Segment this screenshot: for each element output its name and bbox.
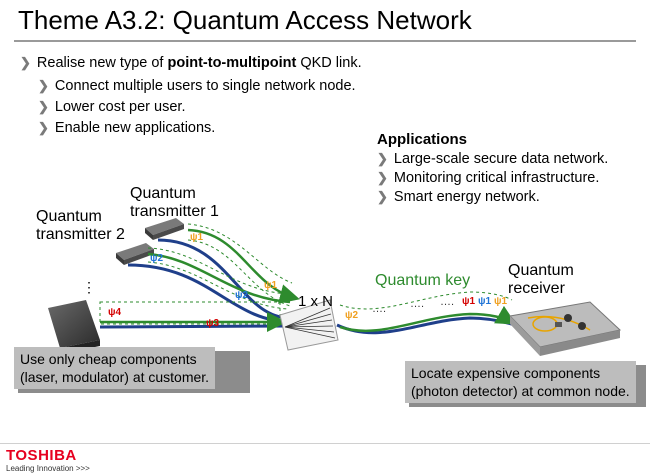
chevron-icon: ❯ xyxy=(20,55,31,70)
transmitter-1-device xyxy=(145,218,184,240)
photon-psi: ψ2 xyxy=(345,310,359,321)
receiver-label: Quantum receiver xyxy=(508,262,574,298)
photon-psi: ψ1 xyxy=(264,280,278,291)
receiver-device xyxy=(508,301,622,356)
label-line: Quantum xyxy=(36,208,102,225)
photon-psi: ψ1 xyxy=(462,296,476,307)
transmitter-2-device xyxy=(116,243,154,265)
splitter-1xN xyxy=(279,299,339,351)
bullet-sub-3: ❯ Enable new applications. xyxy=(38,120,215,136)
chevron-icon: ❯ xyxy=(38,78,49,93)
bullet-sub-text: Lower cost per user. xyxy=(54,99,186,115)
photon-psi: ψ4 xyxy=(108,307,122,318)
bullet-sub-text: Enable new applications. xyxy=(54,120,216,136)
photon-psi: ψ1 xyxy=(478,296,492,307)
callout-line: Locate expensive components xyxy=(411,365,601,381)
label-line: transmitter 1 xyxy=(130,203,219,220)
transmitter-n-device xyxy=(48,300,100,354)
photon-stream-out xyxy=(339,291,517,332)
bullet-main-bold: point-to-multipoint xyxy=(167,55,297,71)
photon-psi: ψ3 xyxy=(206,318,220,329)
vertical-dots: ⋮ xyxy=(82,279,96,295)
chevron-icon: ❯ xyxy=(377,189,388,204)
title-rule xyxy=(14,40,636,42)
application-text: Monitoring critical infrastructure. xyxy=(393,170,600,186)
callout-line: (photon detector) at common node. xyxy=(411,383,630,399)
photon-psi: ψ1 xyxy=(190,232,204,243)
callout-line: Use only cheap components xyxy=(20,351,197,367)
footer-rule xyxy=(0,443,650,444)
chevron-icon: ❯ xyxy=(377,170,388,185)
application-text: Smart energy network. xyxy=(393,189,540,205)
callout-left: Use only cheap components (laser, modula… xyxy=(14,347,216,389)
bullet-sub-text: Connect multiple users to single network… xyxy=(54,78,356,94)
photon-psi: ψ1 xyxy=(494,296,508,307)
application-item-1: ❯ Large-scale secure data network. xyxy=(377,151,608,167)
callout-line: (laser, modulator) at customer. xyxy=(20,369,210,385)
application-item-3: ❯ Smart energy network. xyxy=(377,189,540,205)
photon-psi: ψ2 xyxy=(235,290,249,301)
bullet-sub-1: ❯ Connect multiple users to single networ… xyxy=(38,78,356,94)
fiber-n xyxy=(99,324,293,329)
transmitter-1-label: Quantum transmitter 1 xyxy=(130,185,219,221)
bullet-sub-2: ❯ Lower cost per user. xyxy=(38,99,185,115)
chevron-icon: ❯ xyxy=(377,151,388,166)
chevron-icon: ❯ xyxy=(38,99,49,114)
footer-tagline: Leading Innovation >>> xyxy=(6,464,90,473)
application-text: Large-scale secure data network. xyxy=(393,151,609,167)
ellipsis: …. xyxy=(372,303,386,315)
splitter-label: 1 x N xyxy=(298,293,334,310)
ellipsis: …. xyxy=(410,298,424,310)
photon-psi: ψ2 xyxy=(150,253,164,264)
bullet-main-prefix: Realise new type of xyxy=(36,55,168,71)
application-item-2: ❯ Monitoring critical infrastructure. xyxy=(377,170,599,186)
transmitter-2-label: Quantum transmitter 2 xyxy=(36,208,125,244)
label-line: receiver xyxy=(508,280,565,297)
bullet-main-suffix: QKD link. xyxy=(296,55,362,71)
photon-stream-2 xyxy=(147,247,291,310)
slide-title: Theme A3.2: Quantum Access Network xyxy=(18,5,472,35)
bullet-main: ❯ Realise new type of point-to-multipoint… xyxy=(20,55,362,71)
callout-right: Locate expensive components (photon dete… xyxy=(405,361,636,403)
applications-title: Applications xyxy=(377,131,468,148)
label-line: Quantum xyxy=(130,185,196,202)
ellipsis: …. xyxy=(440,296,454,308)
label-line: transmitter 2 xyxy=(36,226,125,243)
label-line: Quantum xyxy=(508,262,574,279)
photon-stream-n xyxy=(99,301,287,332)
toshiba-logo: TOSHIBA xyxy=(6,447,77,464)
chevron-icon: ❯ xyxy=(38,120,49,135)
quantum-key-label: Quantum key xyxy=(375,272,471,289)
